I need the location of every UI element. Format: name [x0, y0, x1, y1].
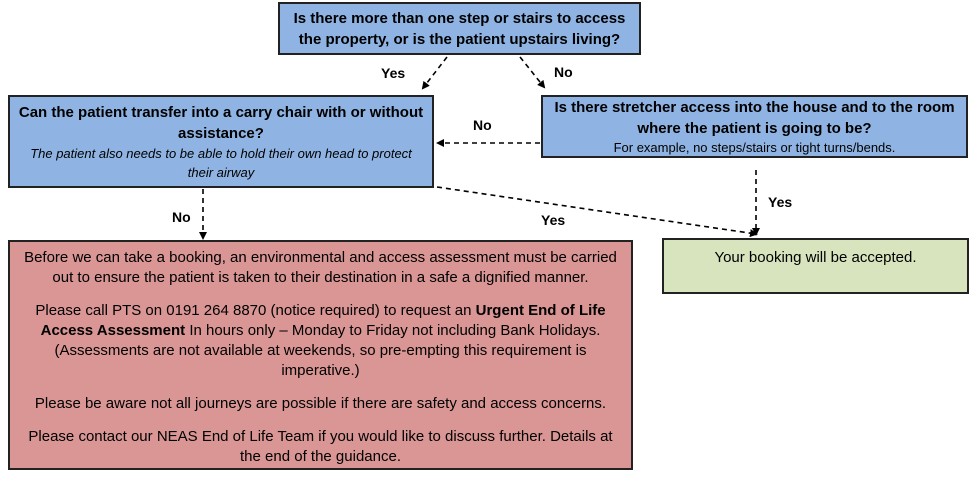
question-carry-chair-note: The patient also needs to be able to hol…	[30, 145, 412, 180]
booking-accepted-text: Your booking will be accepted.	[714, 249, 917, 266]
assessment-hours-text: In hours only – Monday to Friday not inc…	[54, 322, 601, 379]
label-q2-yes: Yes	[541, 212, 566, 228]
access-assessment-box: Before we can take a booking, an environ…	[8, 240, 633, 470]
question-steps-box: Is there more than one step or stairs to…	[278, 2, 641, 55]
arrow-q1-no	[519, 56, 546, 89]
question-carry-chair-box: Can the patient transfer into a carry ch…	[8, 95, 434, 188]
label-q1-no: No	[554, 64, 573, 80]
label-q1-yes: Yes	[381, 65, 406, 81]
label-q2-no: No	[172, 209, 191, 225]
booking-accepted-box: Your booking will be accepted.	[662, 238, 969, 294]
question-stretcher-title: Is there stretcher access into the house…	[554, 98, 955, 137]
assessment-paragraph-2: Please call PTS on 0191 264 8870 (notice…	[20, 301, 621, 381]
question-steps-text: Is there more than one step or stairs to…	[293, 9, 626, 48]
assessment-call-text: Please call PTS on 0191 264 8870 (notice…	[35, 302, 476, 319]
assessment-paragraph-1: Before we can take a booking, an environ…	[24, 249, 617, 286]
question-stretcher-note: For example, no steps/stairs or tight tu…	[613, 139, 896, 155]
assessment-paragraph-3: Please be aware not all journeys are pos…	[34, 395, 607, 412]
question-stretcher-box: Is there stretcher access into the house…	[541, 95, 968, 158]
arrow-q2-yes	[436, 186, 758, 238]
label-q3-no: No	[473, 117, 492, 133]
label-q3-yes: Yes	[768, 194, 793, 210]
arrow-q1-yes	[421, 56, 448, 90]
assessment-paragraph-4: Please contact our NEAS End of Life Team…	[28, 428, 613, 465]
question-carry-chair-title: Can the patient transfer into a carry ch…	[18, 103, 424, 142]
assessment-urgent-title: Urgent End of Life Access Assessment	[40, 302, 606, 339]
